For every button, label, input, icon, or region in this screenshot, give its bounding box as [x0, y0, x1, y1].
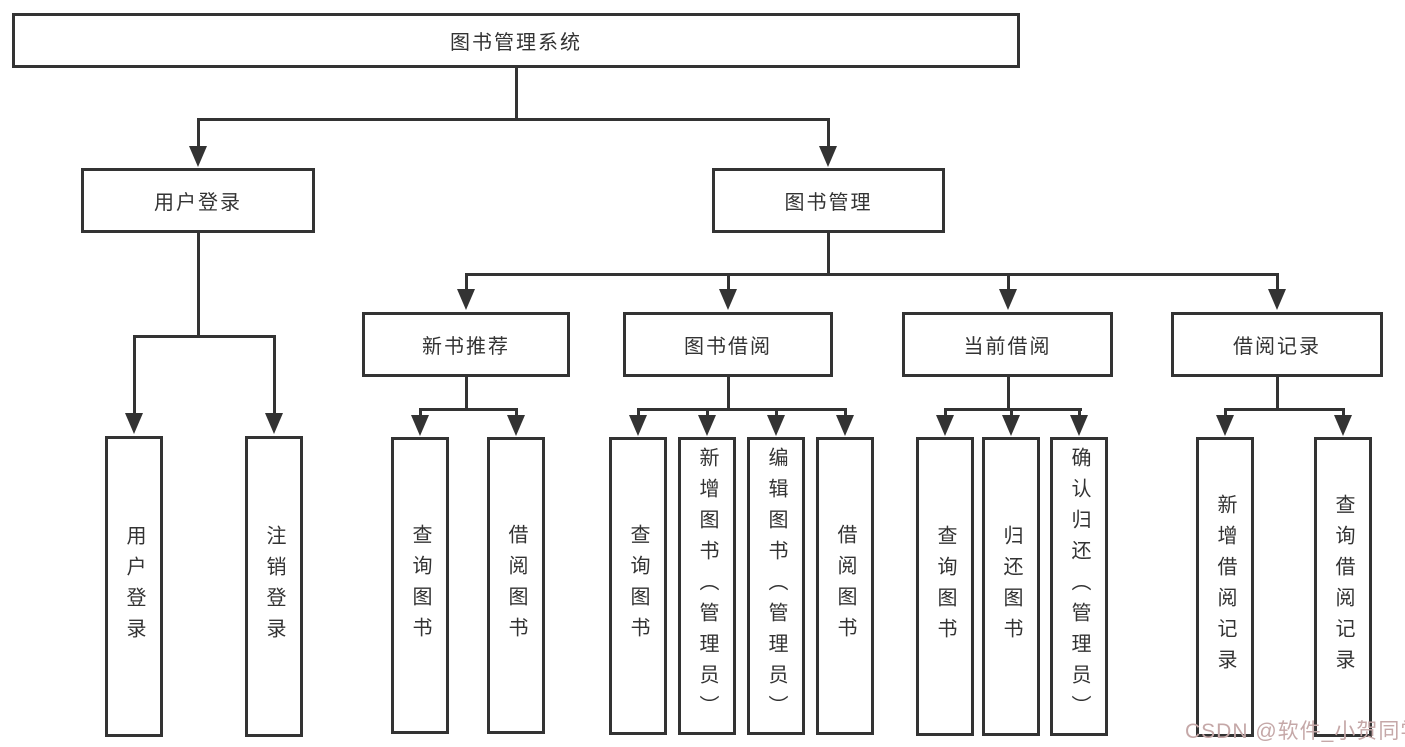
node-label: 借阅图书	[505, 523, 527, 648]
connector-line	[197, 232, 200, 335]
connector-line	[637, 408, 847, 411]
arrow-down-icon	[265, 413, 283, 434]
connector-line	[133, 335, 136, 415]
connector-line	[1276, 273, 1279, 293]
node-new-book-recommend: 新书推荐	[362, 312, 570, 377]
connector-line	[133, 335, 276, 338]
node-label: 确认归还（管理员）	[1068, 447, 1090, 726]
leaf-borrow-books: 借阅图书	[487, 437, 545, 734]
connector-line	[273, 335, 276, 415]
connector-line	[944, 408, 947, 418]
arrow-down-icon	[1334, 415, 1352, 436]
node-root-library-management-system: 图书管理系统	[12, 13, 1020, 68]
arrow-down-icon	[936, 415, 954, 436]
connector-line	[1078, 408, 1081, 418]
arrow-down-icon	[189, 146, 207, 167]
node-label: 归还图书	[1000, 524, 1022, 649]
connector-line	[515, 408, 518, 418]
leaf-confirm-return-admin: 确认归还（管理员）	[1050, 437, 1108, 736]
node-label: 用户登录	[123, 524, 145, 649]
connector-line	[844, 408, 847, 418]
node-current-borrow: 当前借阅	[902, 312, 1113, 377]
arrow-down-icon	[1002, 415, 1020, 436]
node-label: 注销登录	[263, 524, 285, 649]
leaf-add-borrow-record: 新增借阅记录	[1196, 437, 1254, 737]
connector-line	[1224, 408, 1345, 411]
node-label: 查询图书	[409, 523, 431, 648]
connector-line	[944, 408, 1082, 411]
connector-line	[465, 375, 468, 408]
leaf-return-books: 归还图书	[982, 437, 1040, 736]
node-borrow-records: 借阅记录	[1171, 312, 1383, 377]
arrow-down-icon	[411, 415, 429, 436]
node-label: 编辑图书（管理员）	[765, 446, 787, 726]
node-label: 借阅图书	[834, 524, 856, 648]
leaf-query-books: 查询图书	[916, 437, 974, 736]
arrow-down-icon	[836, 415, 854, 436]
leaf-query-books: 查询图书	[391, 437, 449, 734]
connector-line	[1007, 273, 1010, 293]
connector-line	[827, 118, 830, 152]
arrow-down-icon	[698, 415, 716, 436]
node-book-borrow: 图书借阅	[623, 312, 833, 377]
node-label: 查询图书	[627, 524, 649, 648]
leaf-user-login: 用户登录	[105, 436, 163, 737]
arrow-down-icon	[1216, 415, 1234, 436]
connector-line	[1276, 375, 1279, 408]
connector-line	[465, 273, 1279, 276]
connector-line	[419, 408, 518, 411]
leaf-add-book-admin: 新增图书（管理员）	[678, 437, 736, 735]
connector-line	[197, 118, 830, 121]
connector-line	[465, 273, 468, 293]
leaf-query-books: 查询图书	[609, 437, 667, 735]
connector-line	[727, 273, 730, 293]
connector-line	[727, 375, 730, 408]
leaf-borrow-books: 借阅图书	[816, 437, 874, 735]
arrow-down-icon	[507, 415, 525, 436]
connector-line	[419, 408, 422, 418]
connector-line	[827, 232, 830, 273]
connector-line	[1007, 375, 1010, 408]
leaf-logout-login: 注销登录	[245, 436, 303, 737]
connector-line	[1010, 408, 1013, 418]
connector-line	[1342, 408, 1345, 418]
connector-line	[637, 408, 640, 418]
connector-line	[1224, 408, 1227, 418]
connector-line	[197, 118, 200, 152]
connector-line	[775, 408, 778, 418]
node-user-login: 用户登录	[81, 168, 315, 233]
connector-line	[515, 68, 518, 118]
arrow-down-icon	[999, 289, 1017, 310]
arrow-down-icon	[629, 415, 647, 436]
node-label: 查询借阅记录	[1332, 494, 1354, 680]
node-label: 新增借阅记录	[1214, 494, 1236, 680]
leaf-edit-book-admin: 编辑图书（管理员）	[747, 437, 805, 735]
connector-line	[706, 408, 709, 418]
node-label: 查询图书	[934, 524, 956, 649]
node-book-management: 图书管理	[712, 168, 945, 233]
arrow-down-icon	[125, 413, 143, 434]
arrow-down-icon	[719, 289, 737, 310]
arrow-down-icon	[457, 289, 475, 310]
csdn-watermark: CSDN @软件_小贺同学	[1185, 720, 1405, 743]
leaf-query-borrow-record: 查询借阅记录	[1314, 437, 1372, 737]
arrow-down-icon	[1070, 415, 1088, 436]
arrow-down-icon	[767, 415, 785, 436]
node-label: 新增图书（管理员）	[696, 446, 718, 726]
arrow-down-icon	[1268, 289, 1286, 310]
arrow-down-icon	[819, 146, 837, 167]
